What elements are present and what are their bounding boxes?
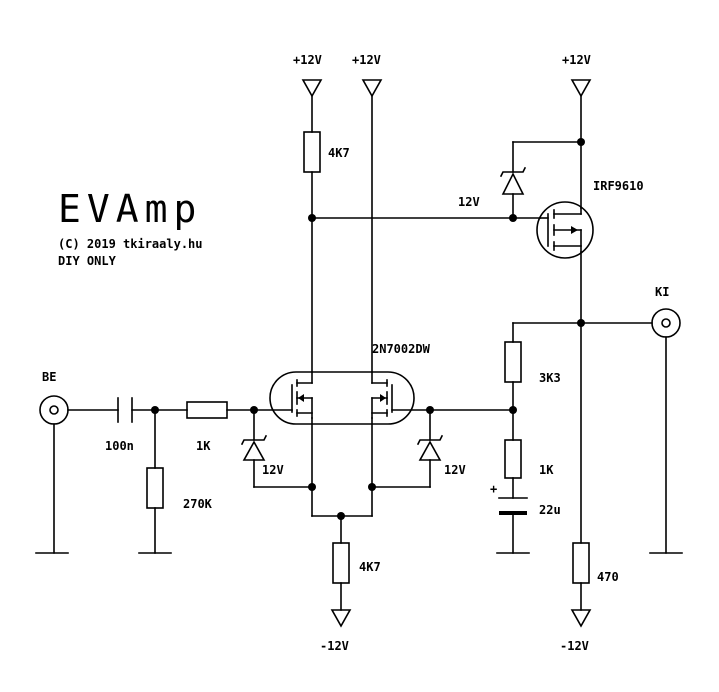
power-plus-a: +12V	[293, 53, 323, 98]
svg-text:4K7: 4K7	[328, 146, 350, 160]
svg-text:1K: 1K	[196, 439, 211, 453]
mosfet-irf9610: IRF9610	[536, 179, 644, 259]
svg-text:12V: 12V	[458, 195, 480, 209]
svg-text:-12V: -12V	[560, 639, 589, 653]
resistor-470: 470	[572, 542, 619, 584]
svg-text:-12V: -12V	[320, 639, 349, 653]
zener-top: 12V	[458, 166, 527, 209]
power-minus-a: -12V	[320, 609, 352, 653]
resistor-3k3: 3K3	[504, 341, 561, 385]
svg-text:1K: 1K	[539, 463, 554, 477]
note: DIY ONLY	[58, 254, 117, 268]
resistor-1k-feedback: 1K	[504, 439, 554, 479]
svg-text:3K3: 3K3	[539, 371, 561, 385]
capacitor-22u: + 22u	[490, 482, 561, 517]
resistor-4k7-tail: 4K7	[332, 542, 381, 584]
resistor-4k7-top: 4K7	[303, 131, 350, 173]
input-connector: BE	[39, 370, 69, 425]
svg-text:4K7: 4K7	[359, 560, 381, 574]
resistor-1k-input: 1K	[186, 401, 228, 453]
svg-text:IRF9610: IRF9610	[593, 179, 644, 193]
power-plus-b: +12V	[352, 53, 383, 98]
svg-text:12V: 12V	[262, 463, 284, 477]
capacitor-100n: 100n	[105, 397, 134, 453]
zener-right: 12V	[416, 434, 466, 477]
svg-text:12V: 12V	[444, 463, 466, 477]
svg-text:+12V: +12V	[352, 53, 381, 67]
mosfet-dual-2n7002dw: 2N7002DW	[269, 342, 431, 425]
power-plus-c: +12V	[562, 53, 592, 98]
svg-text:KI: KI	[655, 285, 669, 299]
svg-text:22u: 22u	[539, 503, 561, 517]
svg-text:+: +	[490, 482, 497, 496]
title: EVAmp	[58, 187, 202, 231]
output-connector: KI	[651, 285, 681, 338]
resistor-270k: 270K	[146, 467, 213, 511]
junctions	[151, 138, 585, 520]
wires	[53, 95, 667, 611]
svg-text:100n: 100n	[105, 439, 134, 453]
copyright: (C) 2019 tkiraaly.hu	[58, 237, 203, 251]
svg-text:2N7002DW: 2N7002DW	[372, 342, 431, 356]
svg-text:+12V: +12V	[293, 53, 322, 67]
zener-left: 12V	[240, 434, 284, 477]
svg-text:+12V: +12V	[562, 53, 591, 67]
svg-text:270K: 270K	[183, 497, 213, 511]
power-minus-b: -12V	[560, 609, 592, 653]
svg-text:470: 470	[597, 570, 619, 584]
svg-text:BE: BE	[42, 370, 56, 384]
